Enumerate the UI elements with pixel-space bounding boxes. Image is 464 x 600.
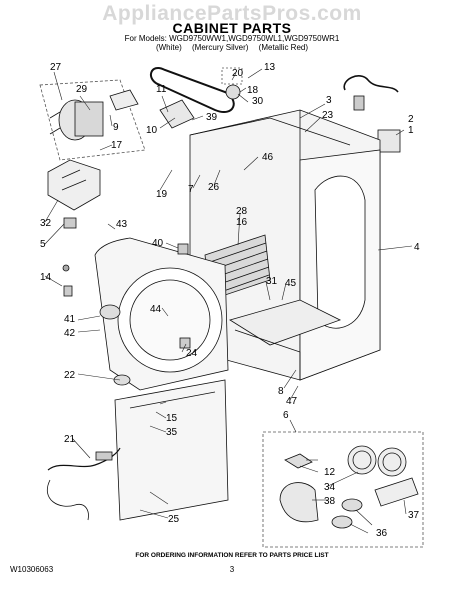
callout-45: 45 bbox=[285, 278, 297, 289]
callout-22: 22 bbox=[64, 370, 76, 381]
callout-16: 16 bbox=[236, 217, 248, 228]
callout-7: 7 bbox=[188, 184, 194, 195]
callout-6: 6 bbox=[283, 410, 289, 421]
callout-3: 3 bbox=[326, 95, 332, 106]
callout-10: 10 bbox=[146, 125, 158, 136]
callout-31: 31 bbox=[266, 276, 278, 287]
callout-47: 47 bbox=[286, 396, 298, 407]
watermark: AppliancePartsPros.com bbox=[102, 2, 362, 25]
callout-14: 14 bbox=[40, 272, 52, 283]
document-number: W10306063 bbox=[10, 565, 54, 574]
callout-9: 9 bbox=[113, 122, 119, 133]
callout-21: 21 bbox=[64, 434, 76, 445]
page-number: 3 bbox=[229, 565, 235, 574]
callout-43: 43 bbox=[116, 219, 128, 230]
callout-44: 44 bbox=[150, 304, 162, 315]
callout-46: 46 bbox=[262, 152, 274, 163]
callout-1: 1 bbox=[408, 125, 414, 136]
callout-38: 38 bbox=[324, 496, 336, 507]
callout-39: 39 bbox=[206, 112, 218, 123]
callout-19: 19 bbox=[156, 189, 168, 200]
callout-28: 28 bbox=[236, 206, 248, 217]
ordering-note: FOR ORDERING INFORMATION REFER TO PARTS … bbox=[135, 552, 329, 559]
callout-23: 23 bbox=[322, 110, 334, 121]
callout-42: 42 bbox=[64, 328, 76, 339]
callout-13: 13 bbox=[264, 62, 276, 73]
color-variants: (White) (Mercury Silver) (Metallic Red) bbox=[0, 43, 464, 52]
callout-36: 36 bbox=[376, 528, 388, 539]
callout-17: 17 bbox=[111, 140, 123, 151]
variant-white: (White) bbox=[155, 43, 182, 52]
variant-mercury-silver: (Mercury Silver) bbox=[191, 43, 249, 52]
variant-metallic-red: (Metallic Red) bbox=[258, 43, 309, 52]
callout-26: 26 bbox=[208, 182, 220, 193]
callout-5: 5 bbox=[40, 239, 46, 250]
callout-30: 30 bbox=[252, 96, 264, 107]
callout-35: 35 bbox=[166, 427, 178, 438]
callout-4: 4 bbox=[414, 242, 420, 253]
callout-12: 12 bbox=[324, 467, 336, 478]
callout-40: 40 bbox=[152, 238, 164, 249]
callout-41: 41 bbox=[64, 314, 76, 325]
callout-8: 8 bbox=[278, 386, 284, 397]
callout-25: 25 bbox=[168, 514, 180, 525]
callout-34: 34 bbox=[324, 482, 336, 493]
callout-29: 29 bbox=[76, 84, 88, 95]
callout-37: 37 bbox=[408, 510, 420, 521]
callout-20: 20 bbox=[232, 68, 244, 79]
callout-24: 24 bbox=[186, 348, 198, 359]
callout-11: 11 bbox=[156, 84, 167, 95]
page-title: CABINET PARTS bbox=[172, 20, 292, 36]
callout-27: 27 bbox=[50, 62, 62, 73]
model-list: For Models: WGD9750WW1,WGD9750WL1,WGD975… bbox=[124, 34, 340, 43]
callout-18: 18 bbox=[247, 85, 259, 96]
callout-15: 15 bbox=[166, 413, 178, 424]
callout-32: 32 bbox=[40, 218, 52, 229]
callout-2: 2 bbox=[408, 114, 414, 125]
